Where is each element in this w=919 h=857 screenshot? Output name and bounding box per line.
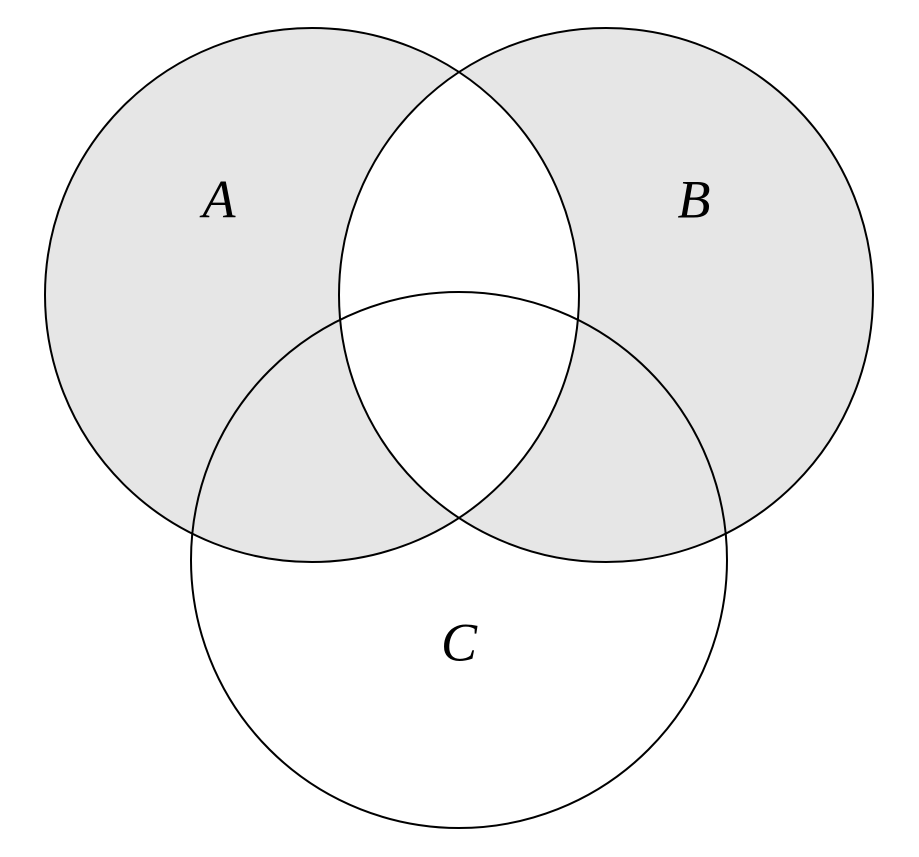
- region-b-minus-a-shading: [339, 28, 873, 562]
- set-circle-a: [44, 27, 580, 563]
- set-label-a: A: [200, 169, 237, 229]
- shaded-region-group: [45, 28, 873, 562]
- set-circle-b: [338, 27, 874, 563]
- circle-outline-group: [44, 27, 874, 829]
- set-label-c: C: [441, 612, 478, 672]
- set-label-group: A B C: [200, 169, 711, 672]
- set-circle-c: [190, 291, 728, 829]
- set-label-b: B: [678, 169, 711, 229]
